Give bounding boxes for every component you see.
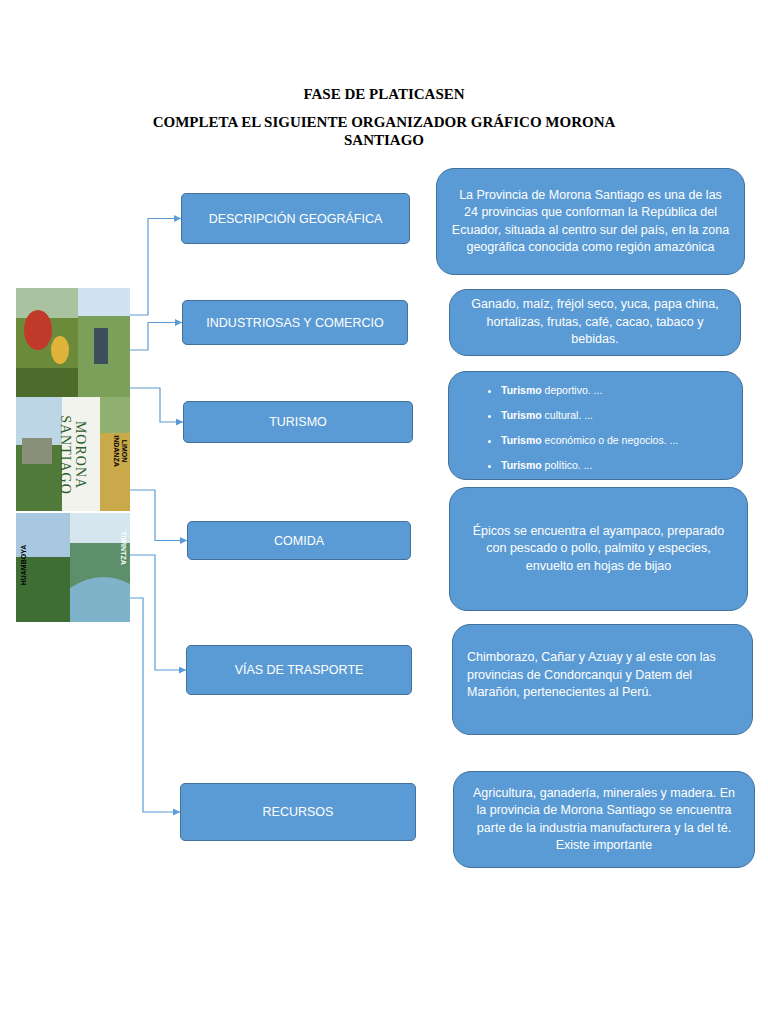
info-text: Agricultura, ganadería, minerales y made… [468, 785, 740, 855]
connector-arrow [130, 598, 180, 812]
topic-box: VÍAS DE TRASPORTE [186, 645, 412, 695]
info-box: Agricultura, ganadería, minerales y made… [453, 771, 755, 868]
photo [100, 397, 130, 511]
place-name: LIMON INDANZA [112, 431, 127, 471]
bullet-item: Turismo cultural. ... [501, 409, 732, 422]
bullet-item: Turismo económico o de negocios. ... [501, 434, 732, 447]
topic-box: TURISMO [183, 401, 413, 443]
bullet-rest: político. ... [542, 459, 593, 471]
connector-arrow [130, 323, 182, 351]
photo-building [22, 438, 52, 464]
photo-collage: MORONA SANTIAGO LIMON INDANZA HUAMBOYA TIWI… [16, 288, 130, 622]
topic-label: COMIDA [274, 533, 324, 549]
topic-label: RECURSOS [263, 804, 334, 820]
info-box: Chimborazo, Cañar y Azuay y al este con … [452, 624, 753, 735]
photo-sky [78, 288, 130, 316]
bullet-rest: económico o de negocios. ... [542, 434, 679, 446]
topic-box: RECURSOS [180, 783, 416, 841]
info-box: Ganado, maíz, fréjol seco, yuca, papa ch… [449, 289, 741, 356]
bullet-keyword: Turismo [501, 459, 542, 471]
info-text: La Provincia de Morona Santiago es una d… [451, 187, 730, 257]
photo-river [70, 577, 130, 622]
subtitle: COMPLETA EL SIGUIENTE ORGANIZADOR GRÁFIC… [134, 113, 634, 149]
place-name: HUAMBOYA [20, 535, 28, 595]
bullet-list: Turismo deportivo. ...Turismo cultural. … [459, 384, 732, 484]
connector-arrow [130, 388, 183, 422]
photo [16, 288, 78, 397]
place-name: TIWINTZA [119, 518, 127, 578]
info-box: Épicos se encuentra el ayampaco, prepara… [449, 487, 748, 611]
connector-arrow [130, 219, 181, 316]
photo [70, 513, 130, 622]
info-text: Épicos se encuentra el ayampaco, prepara… [464, 523, 733, 576]
topic-box: COMIDA [187, 521, 411, 560]
bullet-item: Turismo político. ... [501, 459, 732, 472]
connector-arrow [130, 555, 186, 670]
bullet-rest: cultural. ... [542, 409, 593, 421]
bullet-rest: deportivo. ... [542, 384, 603, 396]
page-title: FASE DE PLATICASEN [184, 85, 584, 103]
photo [78, 288, 130, 397]
topic-label: INDUSTRIOSAS Y COMERCIO [206, 315, 383, 331]
photo-ground [16, 368, 78, 397]
photo-sky [16, 397, 62, 445]
bullet-keyword: Turismo [501, 434, 542, 446]
parrot [51, 336, 69, 364]
photo-trees [100, 397, 130, 433]
bullet-item: Turismo deportivo. ... [501, 384, 732, 397]
collage-title: MORONA SANTIAGO [58, 400, 89, 510]
photo [16, 513, 70, 622]
bullet-keyword: Turismo [501, 409, 542, 421]
info-text: Chimborazo, Cañar y Azuay y al este con … [467, 649, 738, 702]
topic-box: DESCRIPCIÓN GEOGRÁFICA [181, 193, 410, 244]
info-box: Turismo deportivo. ...Turismo cultural. … [448, 371, 743, 480]
photo-figure [94, 328, 108, 364]
photo [16, 397, 62, 511]
bullet-keyword: Turismo [501, 384, 542, 396]
topic-label: DESCRIPCIÓN GEOGRÁFICA [209, 211, 383, 227]
topic-label: VÍAS DE TRASPORTE [235, 662, 364, 678]
connector-arrow [130, 490, 187, 541]
info-box: La Provincia de Morona Santiago es una d… [436, 168, 745, 275]
topic-label: TURISMO [269, 414, 327, 430]
parrot [24, 310, 52, 350]
info-text: Ganado, maíz, fréjol seco, yuca, papa ch… [464, 296, 726, 349]
photo-sky [16, 288, 78, 318]
topic-box: INDUSTRIOSAS Y COMERCIO [182, 300, 408, 345]
